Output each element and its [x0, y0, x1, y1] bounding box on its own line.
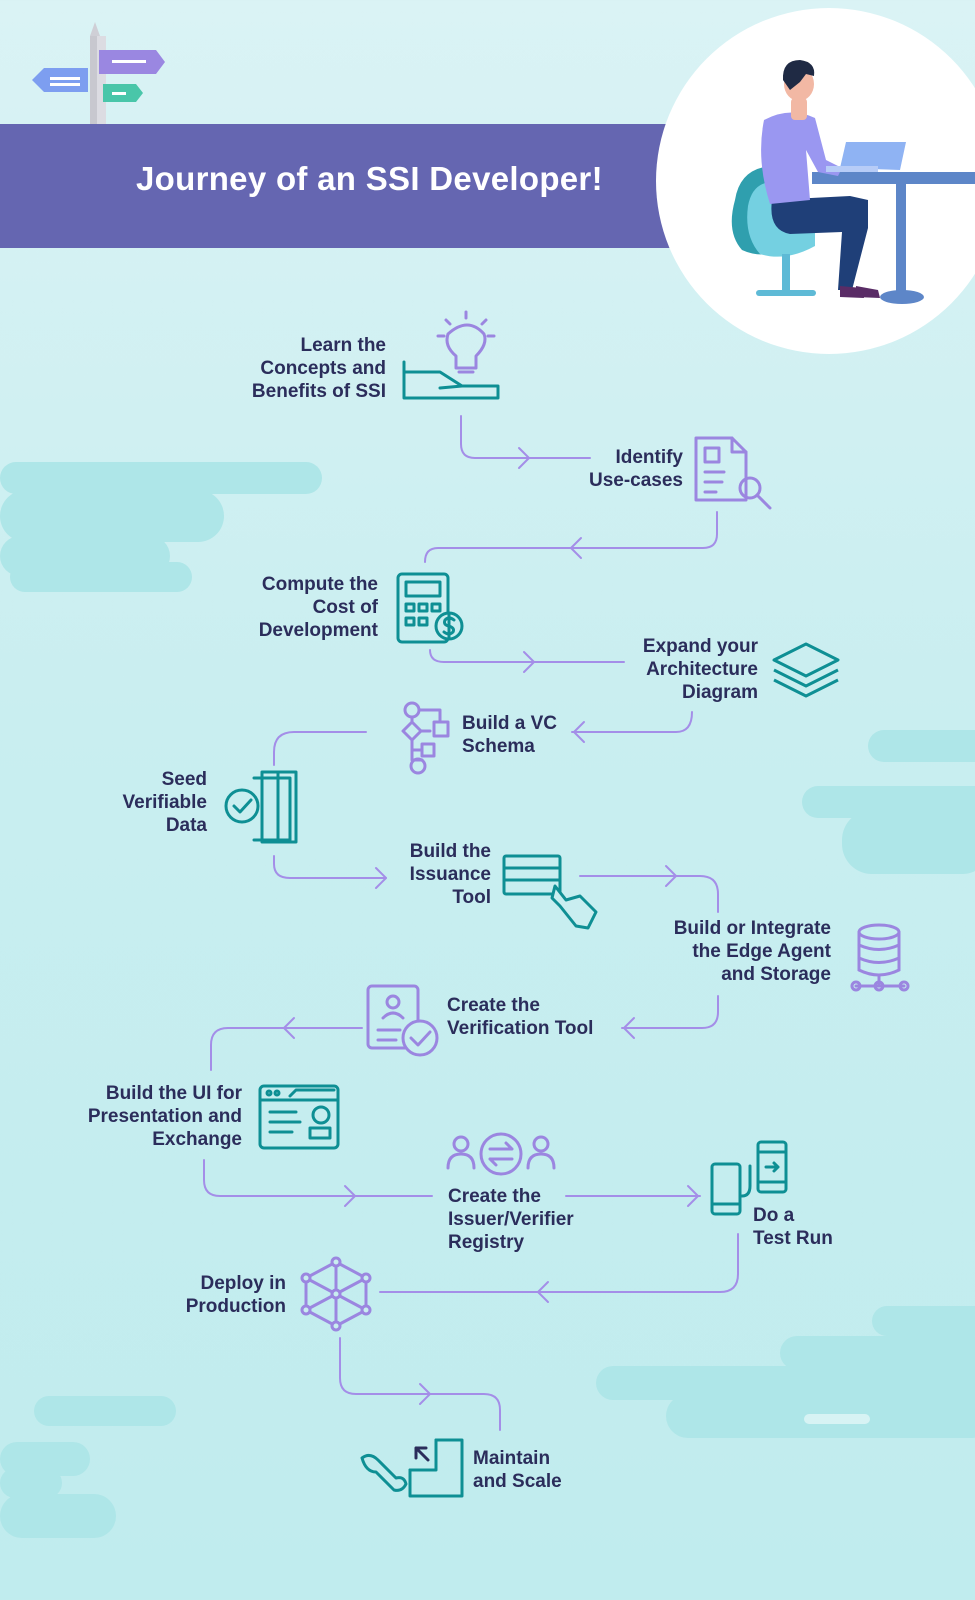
wrench-expand-icon — [360, 1438, 464, 1498]
folder-check-icon — [224, 770, 298, 844]
browser-window-icon — [258, 1084, 340, 1150]
devices-icon — [710, 1140, 788, 1216]
flowchart-icon — [401, 701, 450, 775]
step-learn-label: Learn the Concepts and Benefits of SSI — [251, 335, 386, 402]
step-edge-label: Build or Integrate the Edge Agent and St… — [673, 918, 831, 985]
step-testrun-label: Do a Test Run — [753, 1205, 833, 1249]
title-banner — [0, 124, 700, 248]
step-ui-label: Build the UI for Presentation and Exchan… — [87, 1083, 242, 1150]
step-registry-label: Create the Issuer/Verifier Registry — [448, 1186, 574, 1253]
id-card-check-icon — [366, 984, 439, 1057]
step-cost-label: Compute the Cost of Development — [258, 574, 378, 641]
step-seed-label: Seed Verifiable Data — [122, 769, 208, 836]
step-usecases-label: Identify Use-cases — [588, 447, 683, 491]
calculator-dollar-icon — [396, 572, 464, 644]
step-maintain-label: Maintain and Scale — [473, 1448, 562, 1492]
network-cube-icon — [300, 1256, 372, 1332]
decorative-clouds — [0, 462, 975, 1538]
users-exchange-icon — [446, 1132, 556, 1176]
step-architecture-label: Expand your Architecture Diagram — [642, 636, 758, 703]
step-verification-label: Create the Verification Tool — [447, 995, 594, 1039]
step-issuance-label: Build the Issuance Tool — [409, 841, 491, 908]
step-deploy-label: Deploy in Production — [185, 1273, 286, 1317]
step-schema-label: Build a VC Schema — [462, 713, 558, 757]
page-title: Journey of an SSI Developer! — [136, 160, 603, 197]
card-hand-icon — [502, 854, 598, 930]
lightbulb-hand-icon — [402, 310, 500, 400]
database-icon — [850, 923, 910, 992]
connector-lines — [203, 415, 739, 1431]
document-search-icon — [694, 436, 772, 510]
layers-icon — [772, 642, 840, 698]
